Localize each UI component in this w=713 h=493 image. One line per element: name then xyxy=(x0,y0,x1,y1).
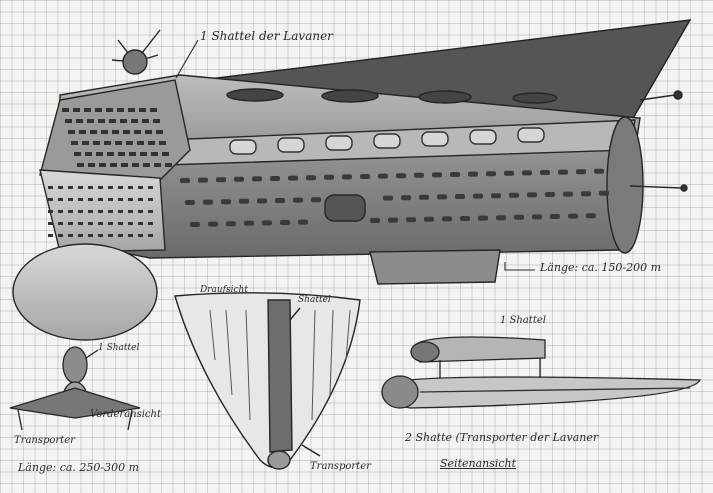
front-view-transporter-label: Transporter xyxy=(14,435,75,446)
main-pointer-line xyxy=(175,39,199,79)
main-ship-label: 1 Shattel der Lavaner xyxy=(200,29,333,43)
top-view-shattel-label: Shattel xyxy=(298,295,331,305)
main-ship xyxy=(12,19,692,341)
side-view-caption: 2 Shatte (Transporter der Lavaner xyxy=(405,431,599,444)
main-length-label: Länge: ca. 150-200 m xyxy=(540,261,662,274)
side-view-heading: Seitenansicht xyxy=(440,457,517,470)
front-view-heading: Vorderansicht xyxy=(90,409,161,420)
side-view-transporter xyxy=(381,336,702,409)
lower-pod xyxy=(12,243,158,341)
top-view-transporter xyxy=(174,292,361,470)
antenna-burst xyxy=(111,29,161,75)
front-view-transporter xyxy=(9,346,141,431)
transporter-length-label: Länge: ca. 250-300 m xyxy=(18,461,140,474)
side-view-shattel-label: 1 Shattel xyxy=(500,315,546,326)
top-view-heading: Draufsicht xyxy=(200,285,248,295)
rear-drum xyxy=(606,116,644,254)
front-view-shattel-label: 1 Shattel xyxy=(98,343,140,353)
top-view-transporter-label: Transporter xyxy=(310,461,371,472)
